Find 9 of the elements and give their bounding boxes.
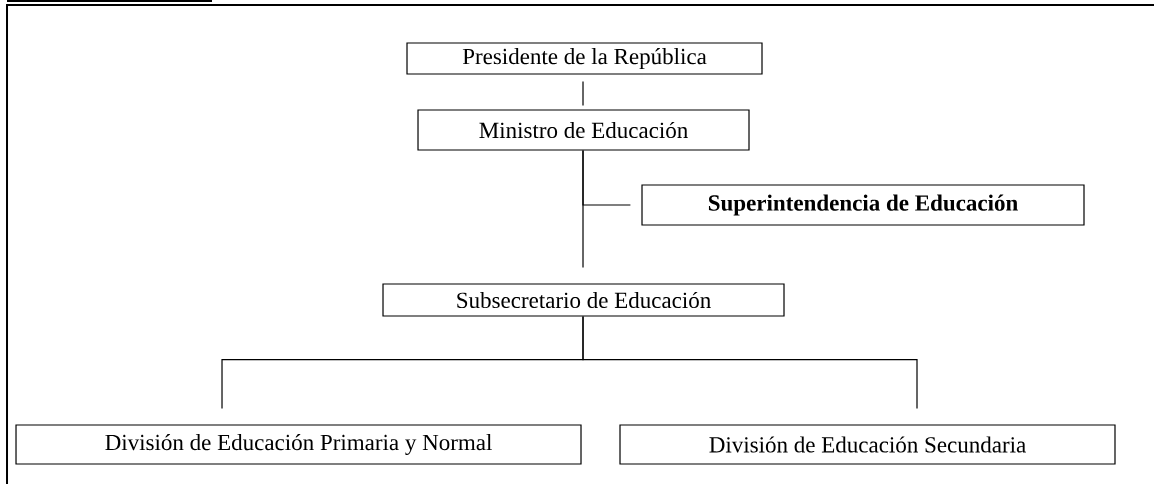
org-box: Superintendencia de Educación	[641, 184, 1085, 226]
connector-line	[582, 316, 918, 409]
org-box: Subsecretario de Educación	[382, 283, 785, 317]
org-box: División de Educación Secundaria	[619, 424, 1116, 465]
connector-line	[582, 150, 631, 206]
org-box: Ministro de Educación	[417, 109, 750, 151]
org-box: División de Educación Primaria y Normal	[15, 424, 582, 465]
connector-line	[582, 81, 584, 106]
org-box: Presidente de la República	[406, 42, 763, 75]
